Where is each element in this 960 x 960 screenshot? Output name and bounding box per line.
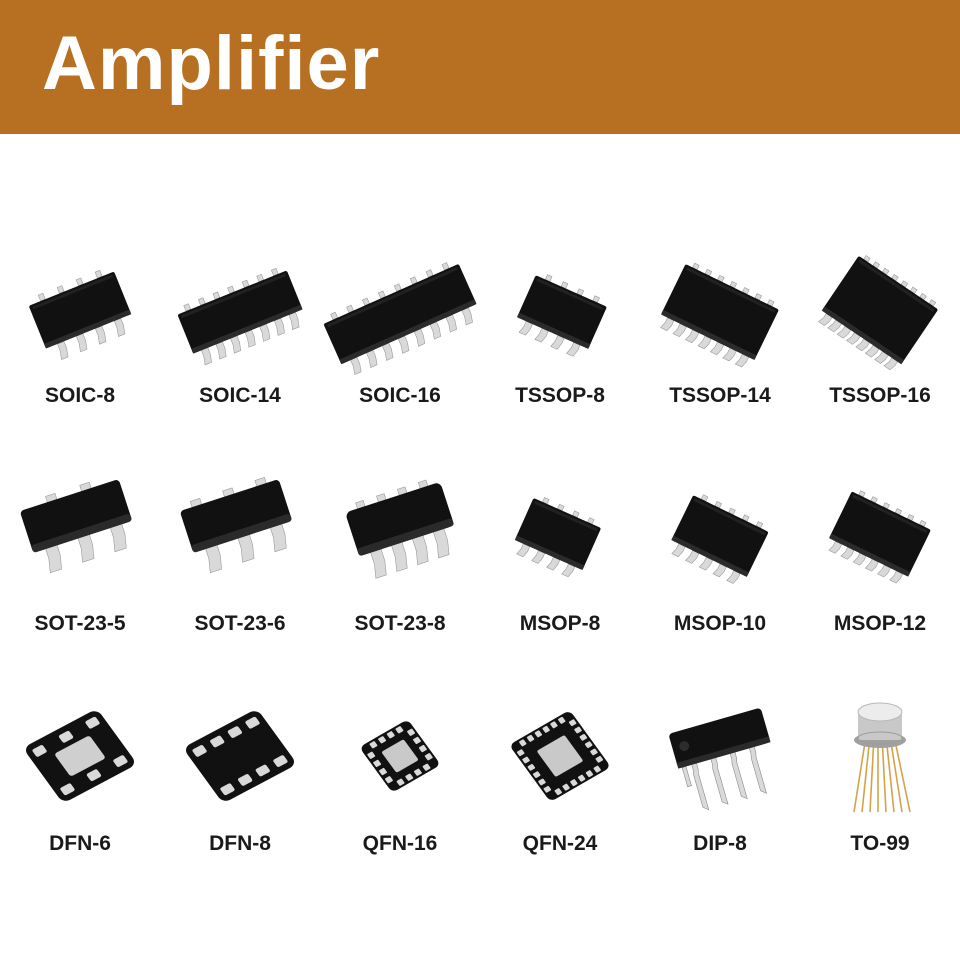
package-label: SOIC-8 [44,384,115,407]
sot23-package-icon [20,480,132,574]
package-label: SOT-23-8 [354,612,446,635]
package-item: MSOP-10 [640,456,800,636]
package-item: SOT-23-6 [160,456,320,636]
package-label: SOT-23-6 [194,612,286,635]
package-item: SOIC-8 [0,230,160,410]
package-item: TSSOP-8 [480,230,640,410]
dfn-package-icon [186,711,294,801]
page-title: Amplifier [42,21,381,106]
package-item: QFN-24 [480,676,640,856]
sot23-package-icon [180,476,292,574]
msop-package-icon [828,490,931,584]
package-item: SOIC-14 [160,230,320,410]
dfn-package-icon [26,711,134,801]
package-label: DFN-8 [209,832,271,855]
package-item: SOT-23-5 [0,456,160,636]
package-item: MSOP-8 [480,456,640,636]
title-banner: Amplifier [0,0,960,134]
soic-package-icon [29,269,132,360]
qfn-package-icon [361,721,439,791]
package-item: TSSOP-14 [640,230,800,410]
package-item: TSSOP-16 [800,230,960,410]
package-item: MSOP-12 [800,456,960,636]
package-label: SOIC-14 [199,384,281,407]
package-label: MSOP-10 [673,612,767,635]
package-item: DIP-8 [640,676,800,856]
soic-package-icon [324,262,477,376]
package-label: TSSOP-14 [669,384,771,407]
package-label: SOIC-16 [359,384,441,407]
package-label: QFN-16 [362,832,438,855]
package-label: SOT-23-5 [34,612,126,635]
package-label: MSOP-8 [519,612,601,635]
package-item: SOT-23-8 [320,456,480,636]
package-item: QFN-16 [320,676,480,856]
tssop-package-icon [660,262,779,368]
package-label: QFN-24 [522,832,598,855]
package-item: DFN-6 [0,676,160,856]
package-item: DFN-8 [160,676,320,856]
package-item: SOIC-16 [320,230,480,410]
soic-package-icon [178,267,303,366]
package-item: TO-99 [800,676,960,856]
dip-package-icon [669,708,771,811]
msop-package-icon [671,494,769,584]
to99-package-icon [853,702,911,813]
qfn-package-icon [511,712,609,800]
tssop-package-icon [817,255,938,371]
msop-package-icon [514,497,601,578]
package-label: TSSOP-16 [829,384,931,407]
package-label: TO-99 [850,832,910,855]
package-label: DFN-6 [49,832,111,855]
package-label: DIP-8 [693,832,747,855]
package-label: MSOP-12 [833,612,927,635]
tssop-package-icon [517,274,607,357]
sot23-package-icon [346,479,454,579]
package-label: TSSOP-8 [515,384,605,407]
